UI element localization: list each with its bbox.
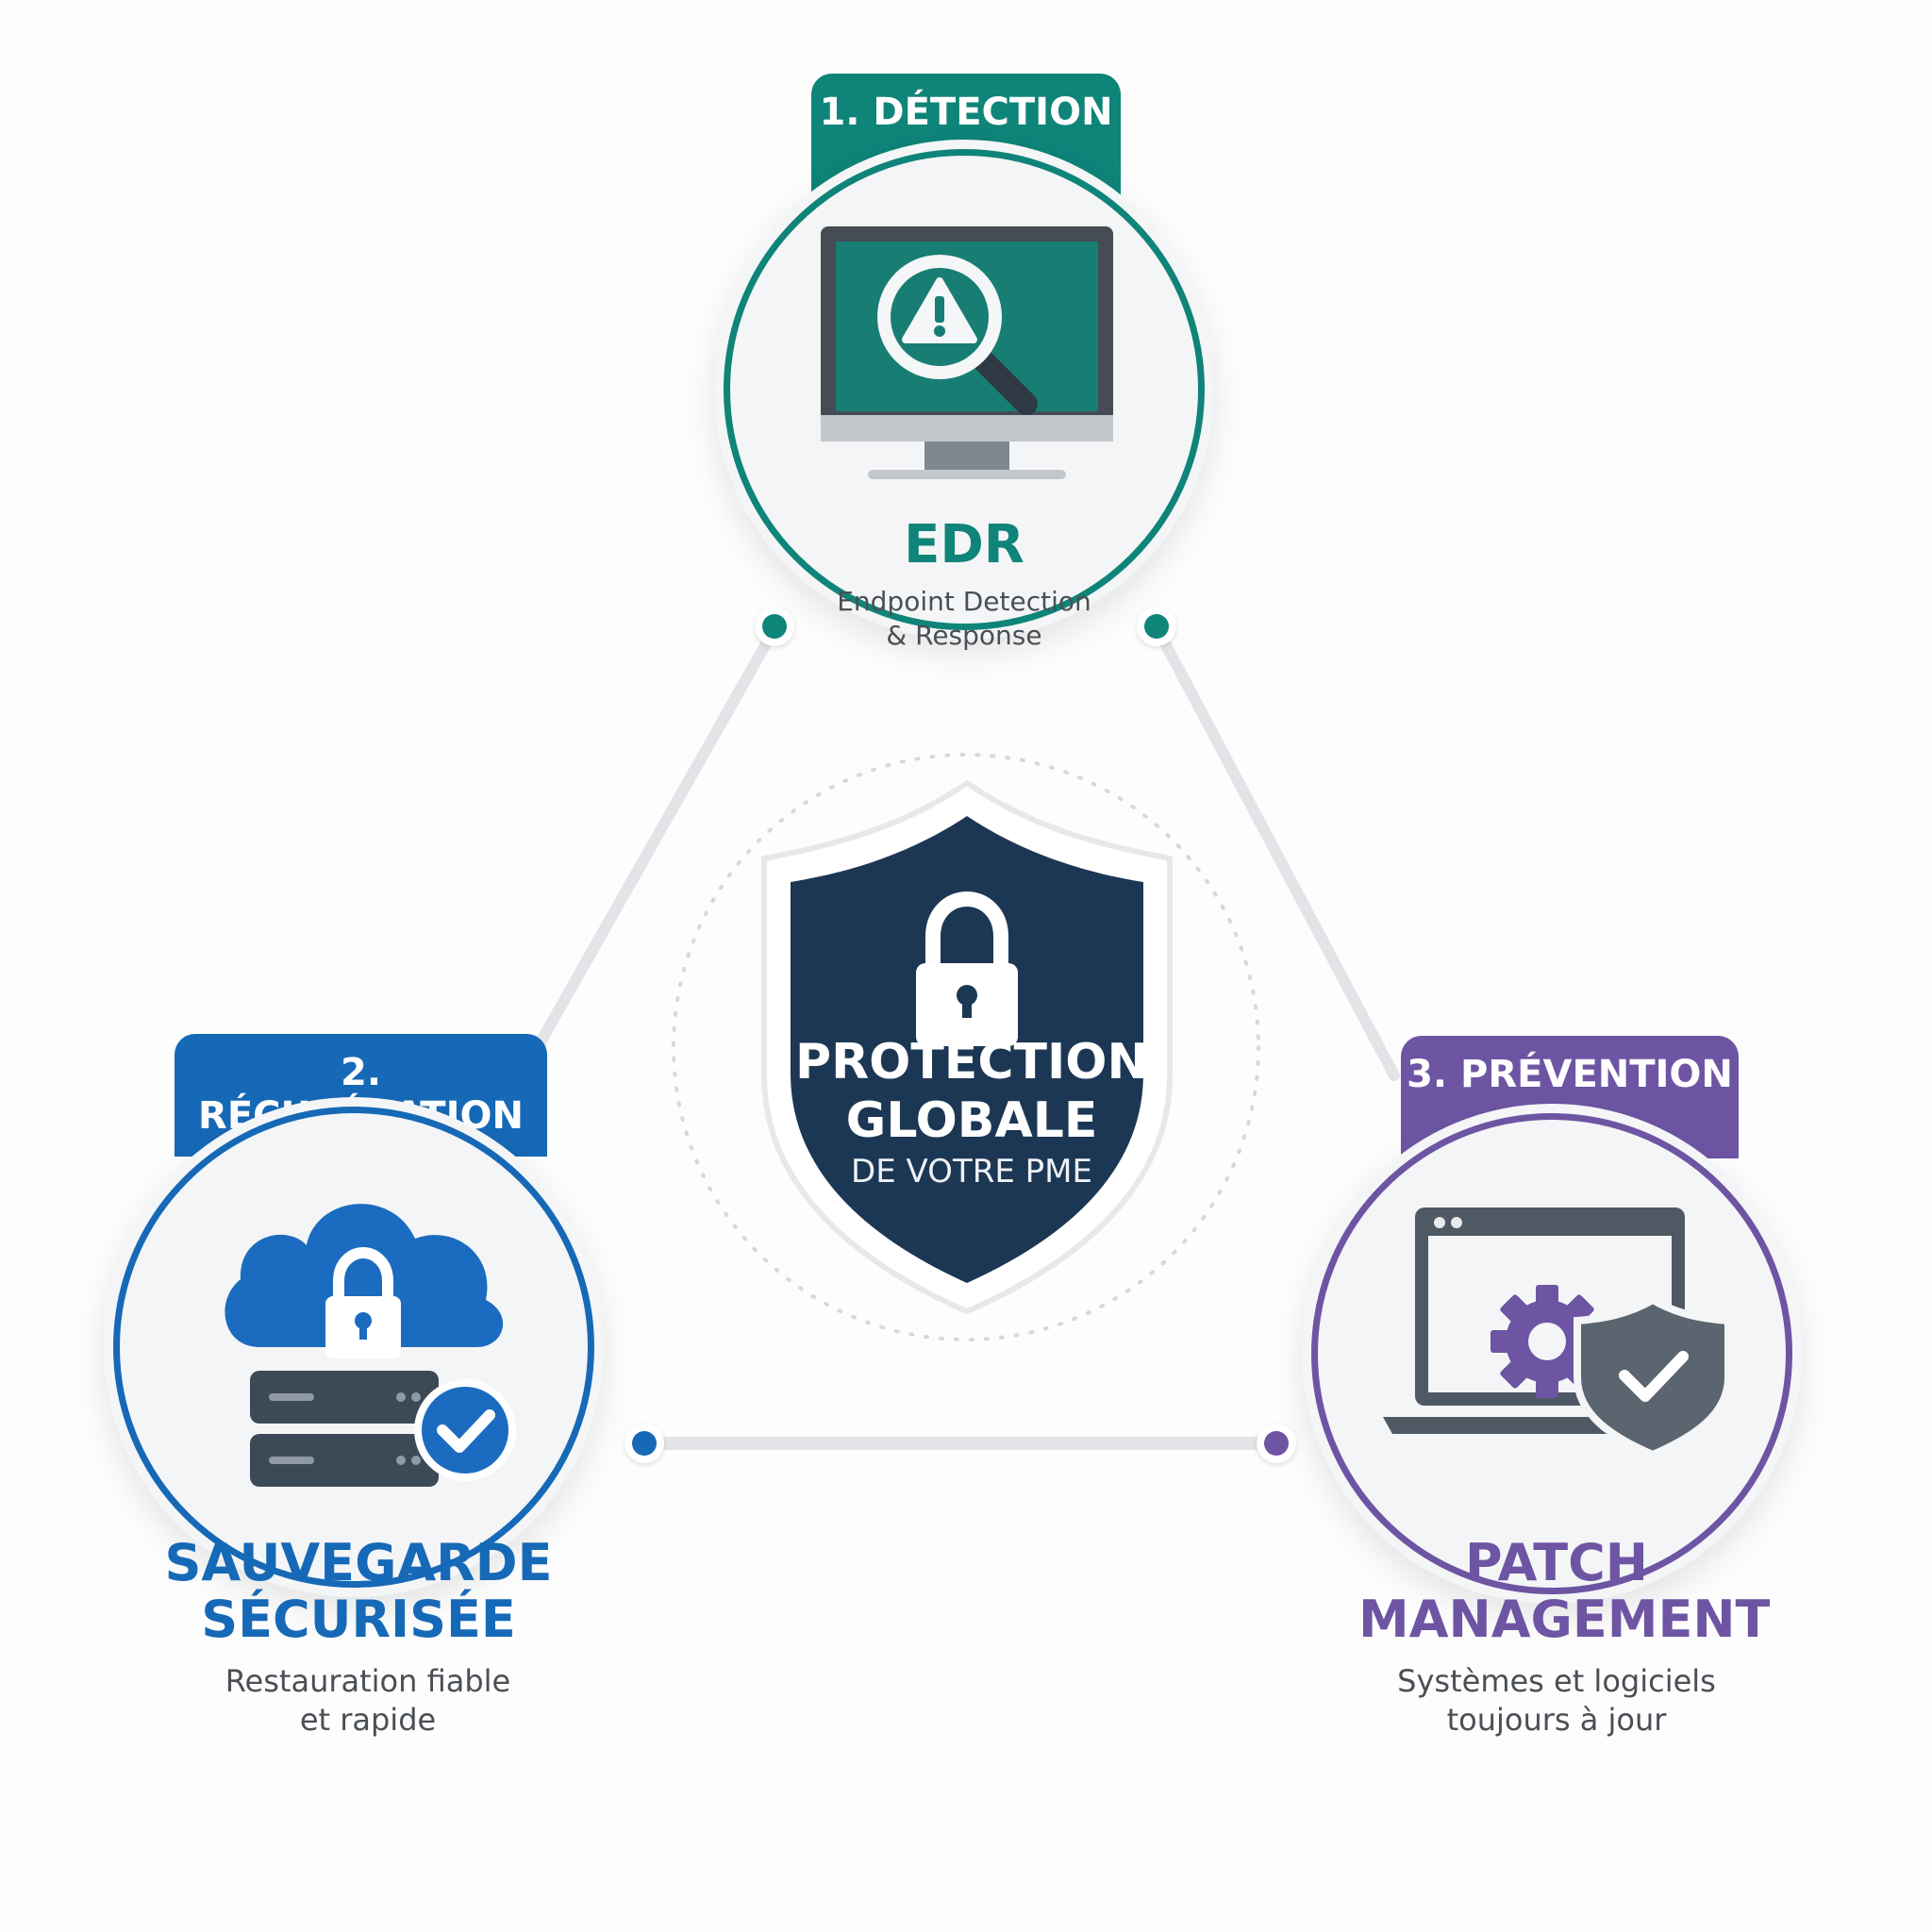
padlock-icon <box>325 1246 401 1358</box>
node-detection-subtitle-1: Endpoint Detection <box>837 586 1091 617</box>
node-detection-title: EDR <box>904 514 1024 575</box>
node-detection-subtitle-2: & Response <box>886 620 1042 651</box>
connector-detection-prevention <box>1151 622 1400 1081</box>
node-recuperation-title-2: SÉCURISÉE <box>201 1590 516 1649</box>
node-prevention-title-2: MANAGEMENT <box>1358 1590 1771 1649</box>
padlock-icon <box>916 891 1018 1046</box>
connector-dot-detection-left <box>755 607 794 646</box>
node-recuperation-subtitle-2: et rapide <box>299 1702 437 1738</box>
node-recuperation-subtitle-1: Restauration fiable <box>225 1663 511 1699</box>
center-subtitle: DE VOTRE PME <box>851 1153 1092 1191</box>
central-shield-icon <box>761 779 1173 1315</box>
cloud-lock-server-icon <box>225 1204 516 1487</box>
monitor-magnifier-alert-icon <box>821 226 1113 479</box>
laptop-gear-shield-icon <box>1383 1208 1732 1459</box>
node-recuperation-title-1: SAUVEGARDE <box>164 1533 553 1592</box>
connector-dot-prevention <box>1257 1424 1296 1463</box>
dotted-ring <box>672 753 1260 1341</box>
node-prevention-title-1: PATCH <box>1465 1533 1648 1592</box>
node-prevention-subtitle-1: Systèmes et logiciels <box>1397 1663 1716 1699</box>
connector-dot-detection-right <box>1137 607 1176 646</box>
center-title-line2: GLOBALE <box>845 1092 1098 1149</box>
node-prevention-subtitle-2: toujours à jour <box>1446 1702 1667 1738</box>
connector-detection-recuperation <box>532 622 781 1053</box>
center-title-line1: PROTECTION <box>794 1034 1149 1091</box>
connector-dot-recuperation <box>625 1424 664 1463</box>
